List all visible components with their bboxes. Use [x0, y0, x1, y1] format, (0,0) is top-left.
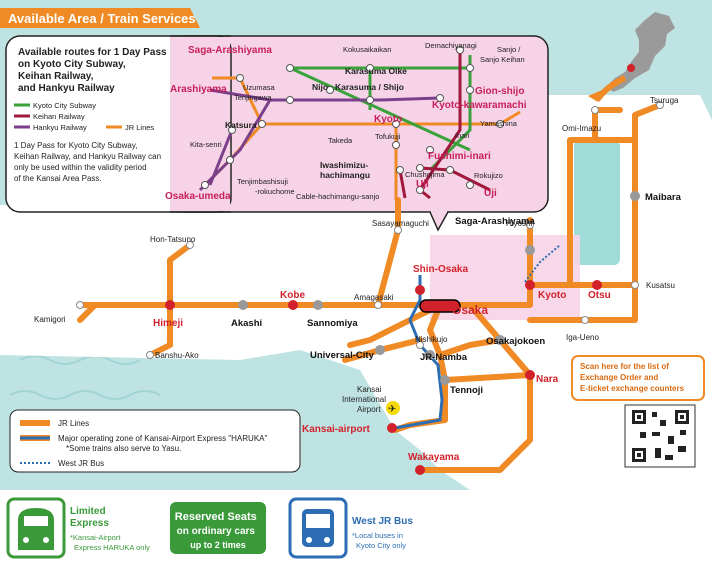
station-universal-city: Universal-City — [310, 350, 375, 361]
inset-uji-jr: Uji — [484, 188, 497, 199]
station-tennoji: Tennoji — [450, 385, 483, 396]
land-area — [0, 95, 712, 490]
inset-takeda: Takeda — [328, 136, 353, 145]
west-jr-bus-route — [524, 244, 561, 283]
inset-station-dots — [201, 46, 504, 194]
inset-gion-shijo: Gion-shijo — [475, 86, 524, 97]
inset-iwashimizu: Iwashimizu-hachimangu — [320, 160, 370, 180]
lake-biwa — [574, 140, 620, 265]
svg-text:✈: ✈ — [388, 404, 396, 415]
inset-arashiyama: Arashiyama — [170, 84, 227, 95]
station-kamigori: Kamigori — [34, 315, 66, 324]
station-osakajokoen: Osakajokoen — [486, 336, 545, 347]
osaka-station-marker — [419, 299, 461, 313]
station-hon-tatsuno: Hon-Tatsuno — [150, 235, 196, 244]
inset-sanjo: Sanjo /Sanjo Keihan — [480, 45, 525, 64]
station-shin-osaka: Shin-Osaka — [413, 264, 468, 275]
title-banner — [0, 8, 200, 28]
inset-fushimi-inari: Fushimi-inari — [428, 151, 491, 162]
inset-yamashina: Yamashina — [480, 119, 518, 128]
legend-hankyu: Hankyu Railway — [33, 123, 87, 132]
inset-kita-senri: Kita-senri — [190, 140, 222, 149]
inset-inari: Inari — [455, 131, 470, 140]
inset-legend: Kyoto City Subway Keihan Railway Hankyu … — [14, 101, 154, 132]
qr-note-text: Scan here for the list of Exchange Order… — [580, 362, 685, 393]
station-kobe: Kobe — [280, 290, 305, 301]
legend-kyoto-subway: Kyoto City Subway — [33, 101, 96, 110]
legend-jr-lines: JR Lines — [58, 419, 89, 428]
inset-kyoto: Kyoto — [374, 114, 402, 125]
page-title: Available Area / Train Services — [8, 11, 196, 26]
main-station-dots — [76, 101, 664, 475]
legend-keihan: Keihan Railway — [33, 112, 85, 121]
station-omi-imazu: Omi-Imazu — [562, 124, 601, 133]
inset-nijo: Nijo — [312, 82, 328, 92]
station-jr-namba: JR-Namba — [420, 352, 468, 363]
station-akashi: Akashi — [231, 318, 262, 329]
pointer-arrow-head — [588, 90, 602, 102]
inset-rokujizo: Rokujizo — [474, 171, 503, 180]
station-wakayama: Wakayama — [408, 452, 460, 463]
station-kansai-airport: Kansai-airport — [302, 424, 370, 435]
inset-uji-keihan: Uji — [416, 179, 429, 190]
inset-tofukuji: Tofukuji — [375, 132, 401, 141]
inset-cable-hachimangu: Cable-hachimangu-sanjo — [296, 192, 379, 201]
inset-kokusaikaikan: Kokusaikaikan — [343, 45, 391, 54]
inset-overlap — [170, 37, 230, 211]
legend-yasu-note: *Some trains also serve to Yasu. — [66, 444, 181, 453]
station-nishikujo: Nishikujo — [415, 335, 448, 344]
station-banshu-ako: Banshu-Ako — [155, 351, 199, 360]
station-sasayamaguchi: Sasayamaguchi — [372, 219, 429, 228]
kansai-marker — [627, 64, 635, 72]
inset-karasuma-shijo: Karasuma / Shijo — [335, 82, 404, 92]
station-himeji: Himeji — [153, 318, 183, 329]
qr-note-box — [571, 355, 705, 401]
inset-saga-arashiyama: Saga-Arashiyama — [188, 45, 272, 56]
airplane-icon — [386, 401, 400, 415]
station-otsu: Otsu — [588, 290, 611, 301]
inset-pointer — [429, 211, 449, 232]
station-amagasaki: Amagasaki — [354, 293, 394, 302]
station-hiyoshi: Hiyoshi — [506, 219, 532, 228]
japan-silhouette — [607, 12, 675, 92]
legend-jr-inset: JR Lines — [125, 123, 154, 132]
reserved-seats-badge — [170, 502, 266, 554]
station-iga-ueno: Iga-Ueno — [566, 333, 599, 342]
station-kusatsu: Kusatsu — [646, 281, 675, 290]
station-maibara: Maibara — [645, 192, 682, 203]
inset-osaka-umeda: Osaka-umeda — [165, 191, 231, 202]
main-legend — [9, 409, 301, 473]
inset-katsura: Katsura — [225, 120, 257, 130]
inset-heading: Available routes for 1 Day Pass on Kyoto… — [18, 47, 169, 94]
legend-west-jr-bus: West JR Bus — [58, 459, 104, 468]
inset-kyoto-kawaramachi: Kyoto-kawaramachi — [432, 100, 527, 111]
inset-tenjimbashisuji: Tenjimbashisuji-rokuchome — [237, 177, 295, 196]
reserved-seats-text: Reserved Seats on ordinary cars up to 2 … — [175, 507, 261, 550]
inset-chushojima: Chushojima — [405, 170, 445, 179]
station-sannomiya: Sannomiya — [307, 318, 358, 329]
badge-west-jr-bus-title: West JR Bus — [352, 516, 413, 527]
station-osaka: Osaka — [452, 303, 488, 317]
station-nara: Nara — [536, 374, 559, 385]
legend-haruka: Major operating zone of Kansai-Airport E… — [58, 434, 267, 443]
station-saga-arashiyama: Saga-Arashiyama — [455, 216, 535, 227]
inset-karasuma-oike: Karasuma Oike — [345, 66, 407, 76]
inset-note: 1 Day Pass for Kyoto City Subway, Keihan… — [14, 141, 163, 183]
badge-strip — [0, 490, 712, 565]
station-tsuruga: Tsuruga — [650, 96, 679, 105]
inset-demachiyanagi: Demachiyanagi — [425, 41, 477, 50]
station-kyoto: Kyoto — [538, 290, 566, 301]
